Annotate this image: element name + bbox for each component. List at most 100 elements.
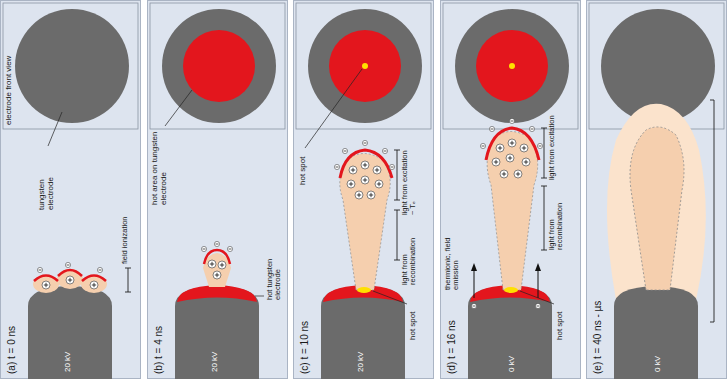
drawing-use	[614, 286, 698, 379]
drawing-use	[65, 262, 70, 267]
drawing-path	[710, 100, 714, 322]
drawing-use	[148, 1, 288, 379]
voltage-label: 20 kV	[211, 352, 220, 372]
drawing-use	[361, 161, 369, 169]
drawing-use	[342, 148, 347, 153]
drawing-use	[214, 241, 219, 246]
panel-label: (e) t = 40 ns - µs	[592, 301, 603, 374]
drawing-use	[213, 271, 221, 279]
drawing-path	[305, 69, 362, 148]
drawing-use	[227, 246, 232, 251]
drawing-use	[508, 139, 516, 147]
drawing-use	[66, 276, 74, 284]
drawing-use	[529, 126, 534, 131]
drawing-use	[349, 166, 357, 174]
drawing-use	[201, 246, 206, 251]
drawing-path	[165, 90, 192, 126]
drawing-circle	[329, 30, 401, 102]
drawing-use	[355, 191, 363, 199]
drawing-path	[471, 263, 541, 271]
drawing-circle	[362, 63, 368, 69]
drawing-use	[334, 164, 339, 169]
drawing-use	[218, 261, 226, 269]
drawing-use	[357, 287, 371, 293]
drawing-path	[630, 127, 684, 290]
drawing-use	[535, 303, 540, 308]
drawing-use	[367, 191, 375, 199]
drawing-use	[514, 170, 522, 178]
part-label: hot spot	[299, 157, 308, 185]
drawing-path	[255, 296, 264, 297]
drawing-path	[48, 112, 62, 146]
drawing-path	[125, 268, 131, 292]
drawing-use	[323, 285, 403, 302]
drawing-path	[520, 291, 554, 304]
drawing-path	[340, 150, 392, 178]
drawing-path	[373, 291, 407, 304]
drawing-use	[520, 144, 528, 152]
drawing-use	[97, 267, 102, 272]
drawing-use	[37, 267, 42, 272]
part-label: hot tungsten electrode	[266, 230, 283, 300]
drawing-use	[504, 287, 518, 293]
panel-label: (b) t = 4 ns	[153, 326, 164, 374]
panel-b	[148, 1, 288, 379]
panel-d	[441, 1, 581, 379]
panel-e	[587, 1, 727, 379]
process-label: field ionization	[121, 216, 129, 264]
part-label: hot spot	[409, 312, 418, 340]
drawing-path	[394, 210, 400, 260]
drawing-path	[394, 150, 400, 200]
drawing-path	[474, 266, 538, 298]
drawing-use	[177, 285, 257, 302]
process-label: light from recombination	[548, 180, 565, 250]
drawing-use	[294, 1, 434, 379]
drawing-use	[500, 170, 508, 178]
panel-label: (d) t = 16 ns	[446, 320, 457, 374]
process-label: light from excitation ~ Tₑ	[401, 145, 418, 215]
drawing-use	[509, 118, 514, 123]
drawing-use	[506, 154, 514, 162]
drawing-use	[362, 140, 367, 145]
voltage-label: 20 kV	[64, 352, 73, 372]
drawing-use	[175, 286, 259, 379]
drawing-use	[382, 148, 387, 153]
drawing-use	[496, 144, 504, 152]
drawing-path	[204, 250, 230, 264]
drawing-use	[471, 303, 476, 308]
drawing-use	[587, 1, 727, 379]
drawing-use	[321, 286, 405, 379]
drawing-use	[375, 180, 383, 188]
panel-label: (a) t = 0 ns	[6, 326, 17, 374]
drawing-use	[489, 126, 494, 131]
drawing-use	[373, 166, 381, 174]
drawing-use	[522, 158, 530, 166]
drawing-path	[487, 132, 538, 291]
drawing-use	[537, 143, 542, 148]
view-title: electrode front view	[5, 56, 14, 125]
drawing-use	[1, 1, 141, 379]
drawing-use	[347, 180, 355, 188]
voltage-label: 20 kV	[357, 352, 366, 372]
panel-label: (c) t = 10 ns	[299, 321, 310, 374]
drawing-circle	[509, 63, 515, 69]
part-label: tungsten electrode	[38, 150, 56, 210]
drawing-use	[42, 281, 50, 289]
drawing-use	[441, 1, 581, 379]
part-label: hot spot	[556, 312, 565, 340]
drawing-circle	[476, 30, 548, 102]
drawing-circle	[183, 30, 255, 102]
voltage-label: 0 kV	[654, 356, 663, 372]
drawing-path	[541, 186, 547, 250]
panel-a	[1, 1, 141, 379]
drawing-use	[90, 281, 98, 289]
drawing-use	[389, 164, 394, 169]
process-label: light from excitation	[548, 115, 556, 180]
drawing-use	[28, 286, 112, 379]
voltage-label: 0 kV	[508, 356, 517, 372]
part-label: hot area on tungsten electrode	[151, 130, 169, 205]
drawing-use	[468, 286, 552, 379]
drawing-use	[208, 260, 216, 268]
